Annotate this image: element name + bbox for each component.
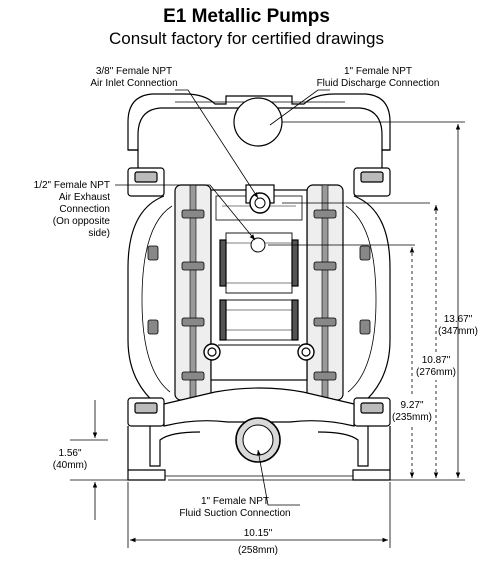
bolt-head bbox=[134, 171, 158, 183]
dim-suction-height: 1.56" (40mm) bbox=[53, 448, 87, 471]
callout-text: 1/2" Female NPT bbox=[34, 180, 110, 191]
fluid-suction-leader bbox=[256, 449, 300, 506]
bolt bbox=[181, 317, 205, 327]
callout-text: Air Inlet Connection bbox=[90, 78, 177, 89]
callout-text: 3/8" Female NPT bbox=[96, 66, 172, 77]
bolt bbox=[147, 319, 159, 335]
callout-text: Fluid Discharge Connection bbox=[317, 78, 440, 89]
discharge-manifold bbox=[127, 93, 391, 151]
bolt bbox=[147, 245, 159, 261]
clamp-bolts bbox=[147, 209, 371, 381]
pump-body bbox=[127, 93, 391, 481]
air-exhaust-port bbox=[250, 237, 266, 253]
dim-air-exhaust-height: 10.87" (276mm) bbox=[415, 352, 457, 380]
bolt bbox=[313, 209, 337, 219]
dim-text: 9.27" bbox=[400, 400, 423, 411]
callout-air-exhaust: 1/2" Female NPT Air Exhaust Connection (… bbox=[34, 180, 111, 239]
bolt-head bbox=[360, 402, 384, 414]
fluid-discharge-leader bbox=[269, 89, 330, 126]
dim-text: 10.87" bbox=[422, 355, 451, 366]
callout-text: 1" Female NPT bbox=[344, 66, 412, 77]
suction-manifold bbox=[163, 387, 355, 427]
callout-text: side) bbox=[88, 228, 110, 239]
page-subtitle: Consult factory for certified drawings bbox=[109, 29, 384, 48]
callout-text: (On opposite bbox=[53, 216, 111, 227]
dim-overall-width: 10.15" (258mm) bbox=[238, 528, 278, 556]
dim-text: 10.15" bbox=[244, 528, 273, 539]
fluid-discharge-port bbox=[233, 97, 283, 147]
callout-text: Connection bbox=[59, 204, 110, 215]
bolt-head bbox=[134, 402, 158, 414]
dim-text: 13.67" bbox=[444, 314, 473, 325]
air-inlet-leader bbox=[175, 89, 259, 199]
callout-air-inlet: 3/8" Female NPT Air Inlet Connection bbox=[90, 66, 177, 89]
air-exhaust-leader bbox=[115, 184, 256, 241]
dim-text: 1.56" bbox=[58, 448, 81, 459]
bolt-head bbox=[360, 171, 384, 183]
dim-text: (40mm) bbox=[53, 460, 87, 471]
bolt bbox=[181, 371, 205, 381]
callout-text: Fluid Suction Connection bbox=[179, 508, 290, 519]
callout-text: 1" Female NPT bbox=[201, 496, 269, 507]
dim-text: (347mm) bbox=[438, 326, 478, 337]
dim-text: (235mm) bbox=[392, 412, 432, 423]
bolt bbox=[181, 209, 205, 219]
dim-text: (276mm) bbox=[416, 367, 456, 378]
bolt bbox=[313, 261, 337, 271]
page-title: E1 Metallic Pumps bbox=[163, 6, 330, 27]
bolt bbox=[359, 319, 371, 335]
dim-air-inlet-height: 9.27" (235mm) bbox=[392, 397, 432, 425]
dim-overall-height: 13.67" (347mm) bbox=[438, 314, 478, 337]
callout-fluid-discharge: 1" Female NPT Fluid Discharge Connection bbox=[317, 66, 440, 89]
left-chamber bbox=[127, 195, 165, 405]
bolt bbox=[359, 245, 371, 261]
callout-text: Air Exhaust bbox=[59, 192, 110, 203]
bolt bbox=[313, 317, 337, 327]
dim-text: (258mm) bbox=[238, 545, 278, 556]
right-chamber bbox=[353, 195, 391, 405]
callout-fluid-suction: 1" Female NPT Fluid Suction Connection bbox=[179, 496, 290, 519]
bolt bbox=[313, 371, 337, 381]
bolt bbox=[181, 261, 205, 271]
